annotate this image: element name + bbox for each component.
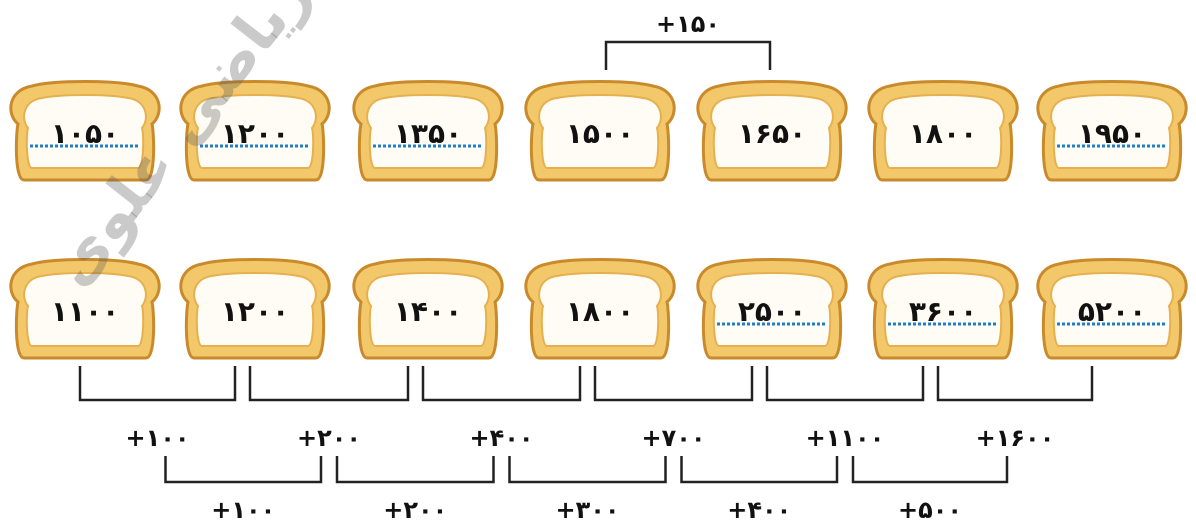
- step-bracket-line: [604, 40, 772, 70]
- bread-crumb-shape: [366, 94, 490, 169]
- bread-loaf: ۱۸۰۰: [524, 258, 676, 360]
- bread-crumb-shape: [538, 272, 662, 347]
- second-difference-bracket: [164, 456, 323, 484]
- bread-loaf: ۵۲۰۰: [1036, 258, 1188, 360]
- first-difference-bracket: [248, 366, 410, 402]
- bread-number: ۱۸۰۰: [566, 295, 634, 328]
- second-difference-label: +۴۰۰: [727, 496, 791, 524]
- first-difference-bracket: [765, 366, 925, 402]
- step-label: +۱۵۰: [656, 10, 720, 38]
- bread-crumb-shape: [538, 94, 662, 169]
- bread-crumb-shape: [193, 94, 317, 169]
- bread-loaf: ۱۵۰۰: [524, 80, 676, 182]
- bread-number: ۱۸۰۰: [909, 117, 977, 150]
- first-difference-bracket: [78, 366, 237, 402]
- bread-loaf: ۱۳۵۰: [352, 80, 504, 182]
- second-difference-bracket: [335, 456, 495, 484]
- bread-crumb-shape: [881, 94, 1005, 169]
- bread-number: ۱۵۰۰: [566, 117, 634, 150]
- bread-crumb-shape: [710, 94, 834, 169]
- second-difference-bracket: [851, 456, 1009, 484]
- second-difference-bracket: [508, 456, 667, 484]
- bread-loaf: ۱۴۰۰: [352, 258, 504, 360]
- second-difference-label: +۳۰۰: [555, 496, 619, 524]
- bread-loaf: ۳۶۰۰: [867, 258, 1019, 360]
- second-difference-bracket: [680, 456, 839, 484]
- second-difference-label: +۱۰۰: [211, 496, 275, 524]
- first-difference-bracket: [593, 366, 754, 402]
- bread-number: ۱۴۰۰: [394, 295, 462, 328]
- first-difference-label: +۴۰۰: [469, 424, 533, 452]
- first-difference-label: +۱۰۰: [125, 424, 189, 452]
- bread-loaf: ۱۰۵۰: [9, 80, 161, 182]
- bread-crumb-shape: [1050, 94, 1174, 169]
- bread-crumb-shape: [1050, 272, 1174, 347]
- bread-number: ۱۱۰۰: [51, 295, 119, 328]
- first-difference-label: +۱۱۰۰: [806, 424, 885, 452]
- bread-loaf: ۱۱۰۰: [9, 258, 161, 360]
- bread-loaf: ۱۲۰۰: [179, 258, 331, 360]
- bread-loaf: ۱۲۰۰: [179, 80, 331, 182]
- bread-loaf: ۲۵۰۰: [696, 258, 848, 360]
- first-difference-label: +۱۶۰۰: [976, 424, 1055, 452]
- bread-loaf: ۱۸۰۰: [867, 80, 1019, 182]
- second-difference-label: +۵۰۰: [898, 496, 962, 524]
- first-difference-label: +۲۰۰: [297, 424, 361, 452]
- bread-crumb-shape: [710, 272, 834, 347]
- bread-number: ۱۶۵۰: [738, 117, 806, 150]
- bread-crumb-shape: [366, 272, 490, 347]
- bread-number: ۱۲۰۰: [221, 295, 289, 328]
- row-1-step-bracket: +۱۵۰: [604, 10, 772, 70]
- bread-crumb-shape: [23, 272, 147, 347]
- bread-crumb-shape: [193, 272, 317, 347]
- first-difference-bracket: [421, 366, 582, 402]
- row-2-differences: +۱۰۰ +۲۰۰ +۴۰۰ +۷۰۰ +۱۱۰۰ +۱۶۰۰ +۱۰۰ +۲۰۰ +۳۰۰ +۴…: [78, 366, 1094, 524]
- bread-crumb-shape: [23, 94, 147, 169]
- bread-crumb-shape: [881, 272, 1005, 347]
- bread-loaf: ۱۶۵۰: [696, 80, 848, 182]
- first-difference-bracket: [936, 366, 1094, 402]
- second-difference-label: +۲۰۰: [383, 496, 447, 524]
- bread-loaf: ۱۹۵۰: [1036, 80, 1188, 182]
- first-difference-label: +۷۰۰: [641, 424, 705, 452]
